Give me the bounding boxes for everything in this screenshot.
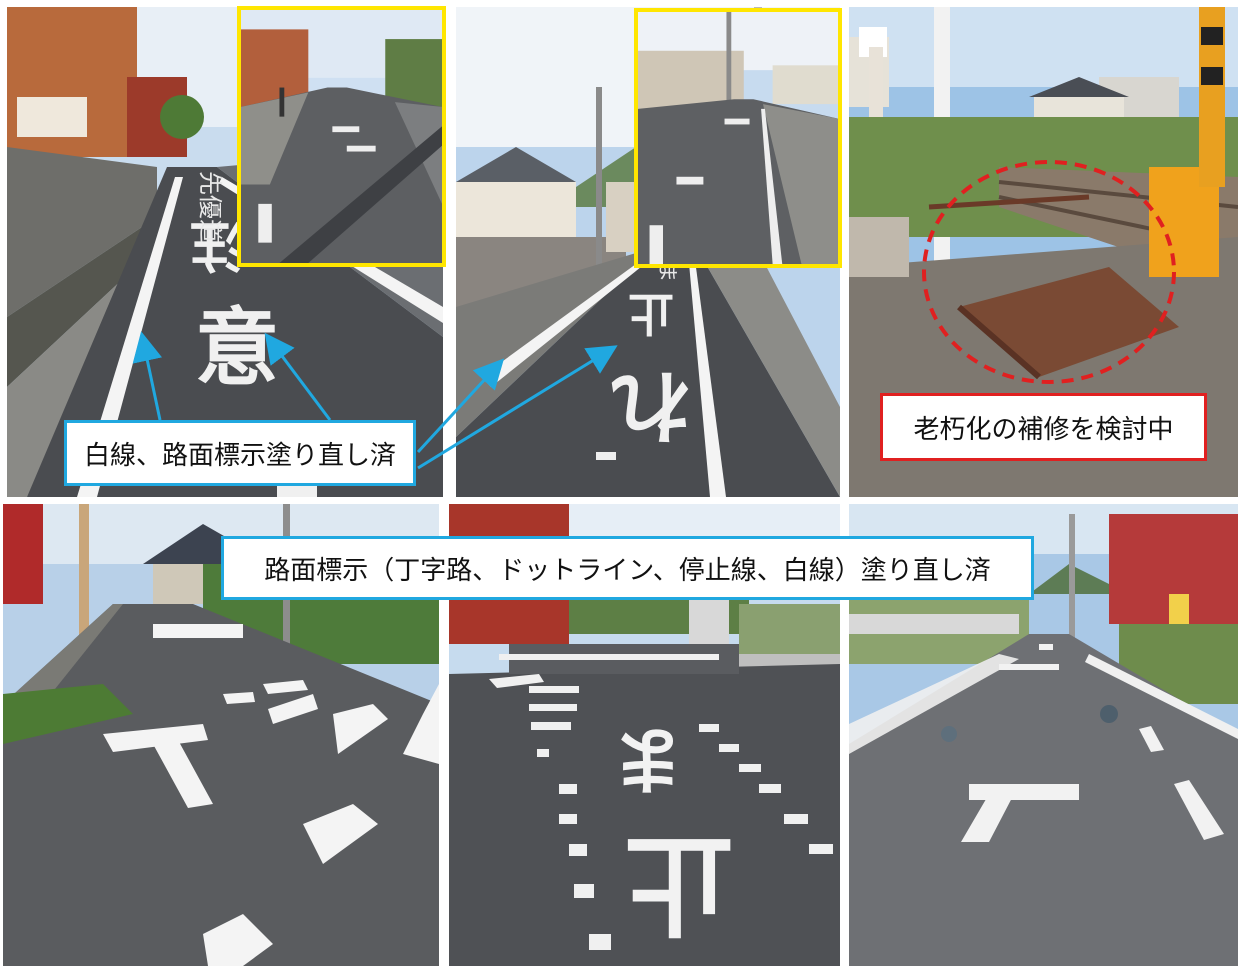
- callout-lines-repainted: 白線、路面標示塗り直し済: [64, 420, 416, 486]
- callout-aging-repair: 老朽化の補修を検討中: [880, 393, 1207, 461]
- callout-aging-repair-text: 老朽化の補修を検討中: [913, 414, 1174, 445]
- banner-road-markings-repainted-text: 路面標示（丁字路、ドットライン、停止線、白線）塗り直し済: [264, 555, 991, 586]
- marking-chuui-2: 意: [195, 299, 279, 397]
- inset-photo-before-2: [634, 8, 842, 268]
- marking-tomare-1: 止: [628, 286, 674, 340]
- inset-photo-before-1: [237, 6, 446, 267]
- callout-lines-repainted-text: 白線、路面標示塗り直し済: [83, 440, 396, 471]
- marking-yuusen: 先優道: [196, 171, 224, 243]
- photo-t-junction-right: [849, 504, 1238, 966]
- marking-tomare-bottom-2: 止: [624, 818, 734, 946]
- marking-tomare-2: れ: [611, 358, 691, 451]
- marking-tomare-bottom-1: ま: [613, 717, 685, 801]
- banner-road-markings-repainted: 路面標示（丁字路、ドットライン、停止線、白線）塗り直し済: [221, 536, 1034, 600]
- marking-chuui-1: 注: [190, 214, 244, 277]
